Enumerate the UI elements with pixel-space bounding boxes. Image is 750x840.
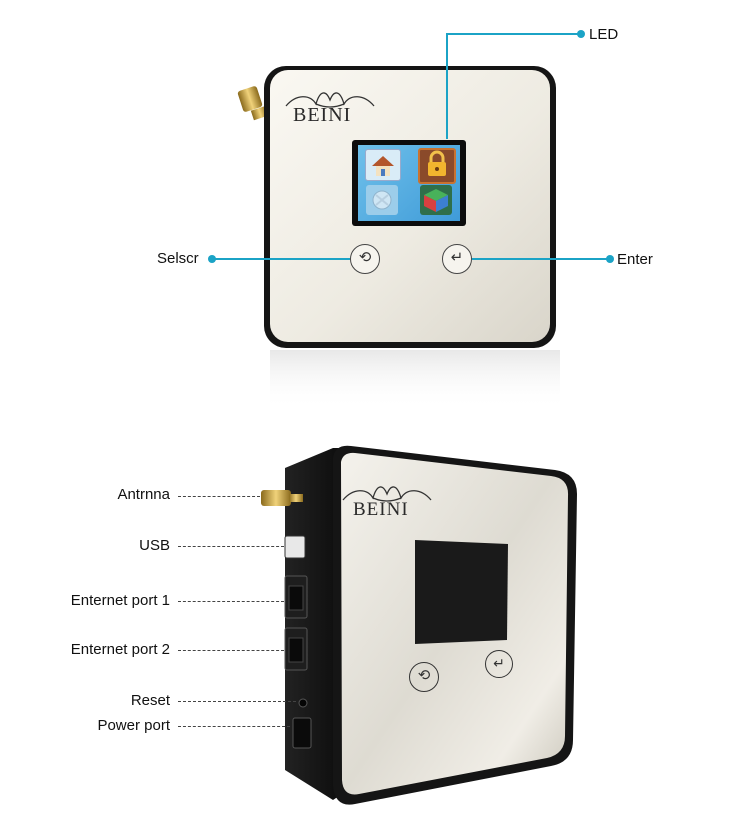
usb-port [284,535,306,559]
led-callout-horizontal [446,33,580,35]
bug-icon [366,185,398,215]
enter-button[interactable]: ↵ [442,244,472,274]
cycle-arrows-icon: ⟲ [358,249,372,266]
ethernet-port-1-leader [178,601,284,602]
enter-callout-dot [606,255,614,263]
brand-name: BEINI [353,499,409,520]
enter-callout-line [472,258,610,260]
device-reflection [270,350,560,410]
select-screen-button[interactable]: ⟲ [409,662,439,692]
beini-logo-emblem [342,486,432,502]
enter-button[interactable]: ↵ [485,650,513,678]
led-label: LED [589,26,619,43]
power-port-label: Power port [97,717,170,734]
ethernet-port-1-label: Enternet port 1 [70,592,170,609]
cube-icon [420,185,452,215]
led-callout-dot [577,30,585,38]
ethernet-port-2-label: Enternet port 2 [70,641,170,658]
antenna-label: Antrnna [117,486,170,503]
top-device-illustration [237,66,560,410]
beini-logo-emblem [285,92,375,108]
top-device-figure: BEINI ⟲ ↵ [230,60,570,420]
select-screen-button[interactable]: ⟲ [350,244,380,274]
reset-leader [178,701,296,702]
usb-label: USB [139,537,170,554]
selscr-callout-line [212,258,350,260]
lcd-screen [352,140,466,226]
return-arrow-icon: ↵ [450,249,464,266]
lcd-screen [415,540,508,644]
return-arrow-icon: ↵ [493,655,505,671]
enter-label: Enter [617,251,653,268]
selscr-callout-dot [208,255,216,263]
reset-label: Reset [130,692,170,709]
antenna-connector [261,490,303,506]
ethernet-port-2-leader [178,650,284,651]
bottom-device-illustration [261,445,577,805]
antenna-leader [178,496,260,497]
usb-leader [178,546,284,547]
home-icon [365,149,401,181]
cycle-arrows-icon: ⟲ [417,667,431,684]
reset-pinhole [298,698,308,708]
lock-icon [418,148,456,184]
selscr-label: Selscr [157,250,199,267]
bottom-device-figure: BEINI ⟲ ↵ [255,440,595,820]
power-port-leader [178,726,290,727]
power-port [292,717,312,749]
brand-name: BEINI [293,104,352,126]
led-callout-vertical [446,33,448,139]
